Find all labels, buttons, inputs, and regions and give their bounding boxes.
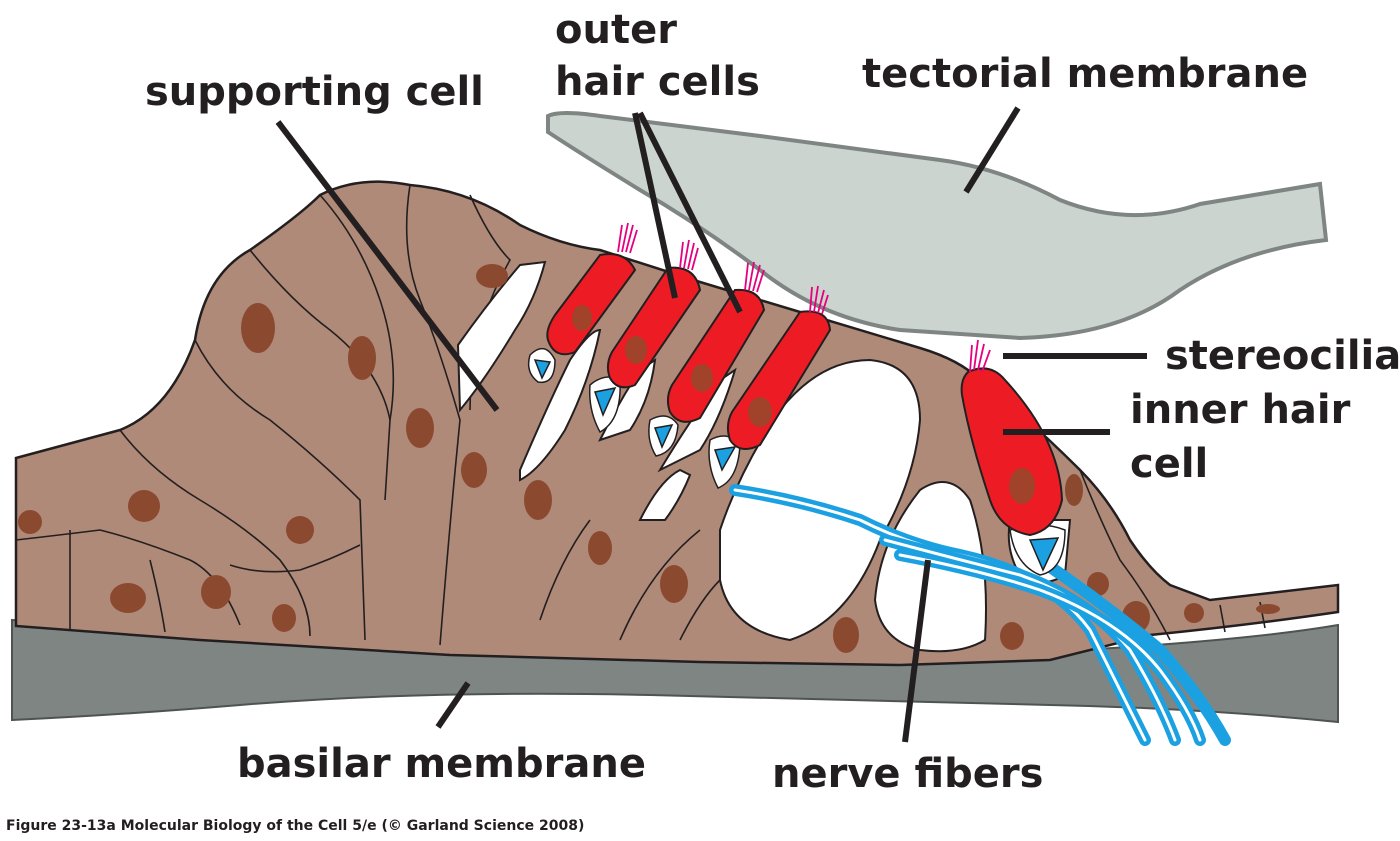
leader-lines: [275, 106, 1147, 743]
label-inner-hair-cell-line2: cell: [1130, 441, 1209, 487]
figure-caption: Figure 23-13a Molecular Biology of the C…: [6, 818, 585, 834]
basilar-membrane-leader: [435, 681, 471, 729]
nerve-fibers: [729, 484, 1231, 746]
inner-hair-cell: [960, 367, 1064, 537]
label-inner-hair-cell-line1: inner hair: [1130, 387, 1351, 433]
outer-hair-cell-2: [606, 266, 702, 389]
outer-hair-cells-leader-a: [632, 112, 678, 299]
label-tectorial-membrane: tectorial membrane: [862, 51, 1309, 97]
label-basilar-membrane: basilar membrane: [237, 741, 646, 787]
label-outer-hair-cells-line2: hair cells: [555, 59, 760, 105]
stereocilia-bundles: [617, 222, 991, 373]
tectorial-membrane-leader: [963, 106, 1021, 194]
pillar-cell-boundaries: [539, 469, 1266, 641]
outer-hair-cell-1: [546, 253, 637, 356]
label-supporting-cell: supporting cell: [145, 69, 484, 115]
tectorial-membrane: [546, 111, 1329, 341]
supporting-cell-nuclei: [18, 264, 1280, 653]
outer-hair-cells-leader-b: [637, 111, 743, 314]
nerve-fibers-leader: [902, 559, 931, 743]
supporting-cell-leader: [275, 120, 500, 412]
outer-hair-cell-3: [666, 288, 766, 423]
outer-hair-cell-4: [726, 310, 832, 450]
label-outer-hair-cells-line1: outer: [555, 7, 677, 53]
label-nerve-fibers: nerve fibers: [772, 751, 1044, 797]
cell-boundaries: [15, 184, 511, 646]
outer-hair-cells: [546, 253, 832, 450]
label-stereocilia: stereocilia: [1165, 333, 1400, 379]
